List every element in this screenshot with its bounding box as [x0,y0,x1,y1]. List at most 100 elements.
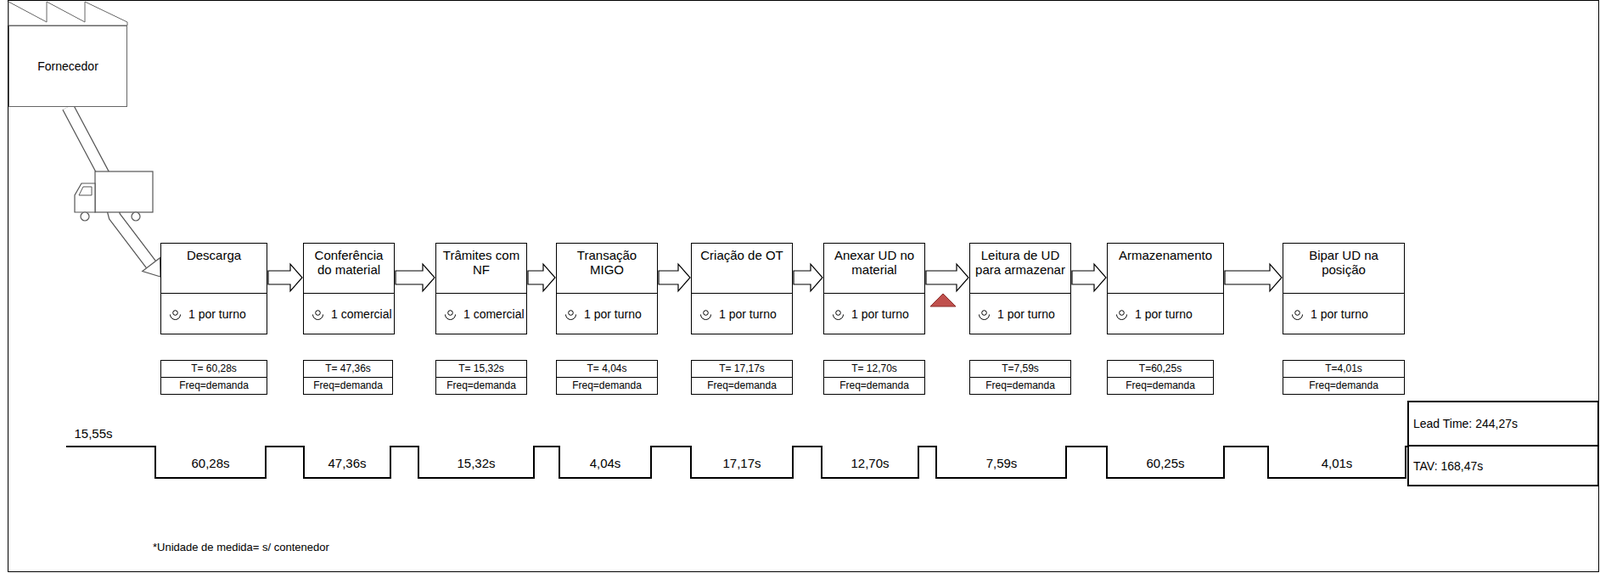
timeline-value: 4,01s [1321,455,1353,471]
operator-count: 1 por turno [1134,307,1193,321]
process-name: Trâmites com NF [439,247,523,278]
process-name: Transação MIGO [560,247,654,278]
text-row: 1 por turno [1107,292,1224,334]
operator-head [1119,310,1125,316]
data-box: T=4,01sFreq=demanda [1282,359,1405,395]
truck-cargo [95,171,153,213]
operator-head [982,310,988,316]
timeline-value: 4,04s [589,455,622,471]
operator-icon [168,308,182,321]
operator-body [1117,314,1128,320]
text-row: Freq=demanda [161,376,267,394]
timeline-value: 7,59s [986,455,1018,471]
text-row: Freq=demanda [824,376,925,394]
inventory-triangle [930,293,956,307]
data-box: T= 15,32sFreq=demanda [435,359,528,395]
timeline-value: 60,25s [1145,455,1185,471]
text-row: Trâmites com NF [436,243,527,293]
operator-body [566,314,577,320]
data-box: T=7,59sFreq=demanda [969,359,1072,395]
operator-body [701,314,712,320]
block-arrow [1224,263,1282,292]
data-text: Freq=demanda [1125,379,1196,392]
data-text: T= 12,70s [851,362,898,375]
operator-count: 1 por turno [1310,307,1369,321]
data-text: T= 15,32s [458,362,505,375]
text-row: Freq=demanda [691,376,792,394]
data-text: Freq=demanda [179,379,249,392]
data-text: T= 4,04s [586,362,627,375]
block-arrow [395,263,435,292]
truck-window [78,186,92,196]
text-row: T= 60,28s [161,360,267,377]
timeline-value: 17,17s [722,455,761,471]
process-name: Bipar UD na posição [1286,247,1401,278]
push-arrow [527,263,556,292]
timeline-value: 60,28s [190,455,230,471]
text-row: Bipar UD na posição [1283,243,1404,293]
data-text: Freq=demanda [707,379,777,392]
block-arrow [793,263,823,292]
operator-head [173,310,179,316]
text-row: Freq=demanda [556,376,657,394]
operator-count: 1 por turno [997,307,1056,321]
operator-head [568,310,574,316]
data-text: T=7,59s [1001,362,1039,375]
text-row: Armazenamento [1107,243,1224,293]
push-arrow [793,263,823,292]
truck-cab [74,183,96,213]
truck-wheel [131,212,141,221]
push-arrow [268,263,303,292]
text-row: T= 47,36s [303,360,393,377]
text-row: Descarga [161,243,267,293]
operator-head [315,310,321,316]
data-text: T= 47,36s [325,362,371,375]
text-row: Freq=demanda [436,376,527,394]
process-name: Descarga [186,247,242,263]
process-box: Conferência do material1 comercial [303,242,395,335]
operator-head [448,310,454,316]
push-arrow [658,263,691,292]
block-arrow [527,263,556,292]
text-row: T= 12,70s [824,360,925,377]
process-box: Leitura de UD para armazenar 1 por turno [969,242,1072,335]
factory-roof [8,1,128,26]
process-name: Conferência do material [307,247,391,278]
data-text: Freq=demanda [572,379,642,392]
operator-icon [1291,308,1304,321]
timeline-value: 12,70s [850,455,889,471]
process-box: Descarga 1 por turno [160,242,268,335]
operator-body [979,314,990,320]
operator-count: 1 por turno [188,307,247,321]
data-box: T= 47,36sFreq=demanda [303,359,393,395]
operator-body [445,314,456,320]
data-text: T=60,25s [1139,362,1182,375]
operator-icon [831,308,845,321]
lead-text: Lead Time: 244,27s [1413,416,1518,431]
operator-body [1292,314,1303,320]
push-arrow [926,263,969,292]
timeline-value: 15,32s [456,455,495,471]
block-arrow [1072,263,1106,292]
operator-icon [311,308,325,321]
timeline-value: 47,36s [327,455,366,471]
process-name: Armazenamento [1118,247,1213,263]
data-box: T= 4,04sFreq=demanda [555,359,658,395]
text-row: Freq=demanda [303,376,393,394]
text-row: Freq=demanda [970,376,1071,394]
text-row: Leitura de UD para armazenar [970,243,1071,293]
text-row: 1 por turno [1283,292,1404,334]
truck-icon [74,171,153,221]
block-arrow [926,263,969,292]
text-row: Freq=demanda [1107,376,1213,394]
text-row: Criação de OT [691,243,792,293]
text-row: T= 17,17s [691,360,792,377]
arrow-head [142,258,161,277]
operator-head [1295,310,1301,316]
data-text: Freq=demanda [313,379,383,392]
text-row: T=60,25s [1107,360,1213,377]
text-row: T=4,01s [1283,360,1404,377]
data-text: Freq=demanda [1308,379,1379,392]
operator-icon [564,308,578,321]
